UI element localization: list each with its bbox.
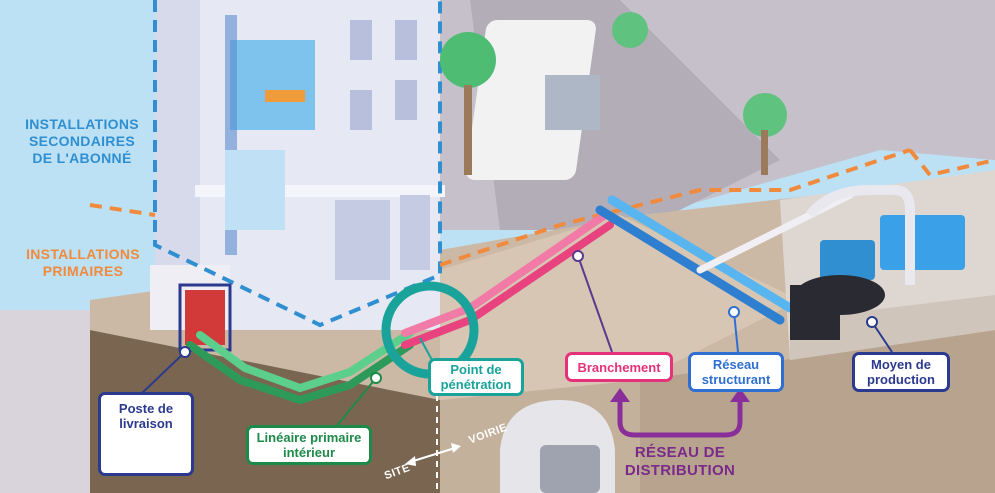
distribution-caption: RÉSEAU DE DISTRIBUTION — [610, 444, 750, 480]
window — [400, 195, 430, 270]
window — [350, 20, 372, 60]
label-lineaire-primaire: Linéaire primaire intérieur — [246, 425, 372, 465]
green-pipe — [196, 329, 414, 393]
distribution-line: DISTRIBUTION — [624, 462, 736, 479]
blue-pipe — [607, 195, 795, 313]
zone-primary-line: INSTALLATIONS — [26, 246, 140, 262]
primary-zone-border — [439, 148, 911, 267]
leader-line — [139, 351, 186, 396]
label-line: Linéaire primaire — [256, 430, 362, 445]
bus-windshield — [545, 75, 600, 130]
distribution-bracket — [617, 398, 743, 438]
production-room-floor — [790, 295, 995, 360]
lower-room — [225, 150, 285, 230]
label-point-de-penetration: Point de pénétration — [428, 358, 524, 396]
distribution-line: RÉSEAU DE — [634, 444, 726, 461]
chiller-unit — [820, 240, 875, 280]
tree-trunk — [761, 130, 768, 175]
label-line: Point de — [450, 362, 502, 377]
label-poste-de-livraison: Poste de livraison — [98, 392, 194, 476]
heat-exchanger-frame — [178, 283, 232, 352]
zone-secondary-line: SECONDAIRES — [29, 133, 135, 149]
zone-secondary-caption: INSTALLATIONS SECONDAIRES DE L'ABONNÉ — [12, 116, 152, 167]
leader-line — [334, 377, 377, 429]
primary-zone-border — [908, 148, 995, 178]
window — [395, 80, 417, 120]
building-side — [155, 0, 200, 320]
bus — [466, 20, 596, 180]
voirie-arrow-head — [451, 443, 461, 453]
tree — [440, 32, 496, 88]
label-line: Réseau — [712, 357, 760, 372]
leader-line — [733, 311, 739, 353]
primary-zone-border — [89, 203, 156, 217]
leader-line — [577, 255, 613, 353]
zone-primary-line: PRIMAIRES — [42, 263, 124, 279]
leader-line — [419, 337, 433, 361]
secondary-zone-border — [153, 0, 442, 328]
label-line: pénétration — [440, 377, 512, 392]
distribution-arrow-right — [730, 388, 750, 402]
label-line: intérieur — [282, 445, 335, 460]
label-branchement: Branchement — [565, 352, 673, 382]
metro-train — [540, 445, 600, 493]
anchor-dot — [728, 306, 740, 318]
anchor-dot — [866, 316, 878, 328]
label-moyen-de-production: Moyen de production — [852, 352, 950, 392]
site-arrow — [409, 447, 456, 463]
anchor-dot — [572, 250, 584, 262]
production-pipes — [806, 185, 915, 285]
anchor-dot — [179, 346, 191, 358]
tree — [612, 12, 648, 48]
tree — [743, 93, 787, 137]
label-line: structurant — [701, 372, 771, 387]
green-pipe — [186, 341, 414, 405]
label-reseau-structurant: Réseau structurant — [688, 352, 784, 392]
window — [335, 200, 390, 280]
machine-base — [790, 285, 840, 340]
chiller-unit — [880, 215, 965, 270]
anchor-dot — [370, 372, 382, 384]
window — [395, 20, 417, 60]
leader-line — [871, 321, 893, 353]
office-room — [230, 40, 315, 130]
label-line: Poste de — [118, 401, 174, 416]
label-line: Branchement — [577, 359, 661, 375]
distribution-arrow-left — [610, 388, 630, 402]
label-line: livraison — [119, 416, 173, 431]
zone-secondary-line: INSTALLATIONS — [25, 116, 139, 132]
zone-primary-caption: INSTALLATIONS PRIMAIRES — [18, 246, 148, 280]
tree-trunk — [464, 85, 472, 175]
label-line: production — [867, 372, 935, 387]
blue-pipe — [595, 205, 785, 325]
label-line: Moyen de — [871, 357, 931, 372]
zone-secondary-line: DE L'ABONNÉ — [32, 150, 132, 166]
window — [350, 90, 372, 130]
site-arrow-head — [405, 456, 416, 466]
office-desk — [265, 90, 305, 102]
